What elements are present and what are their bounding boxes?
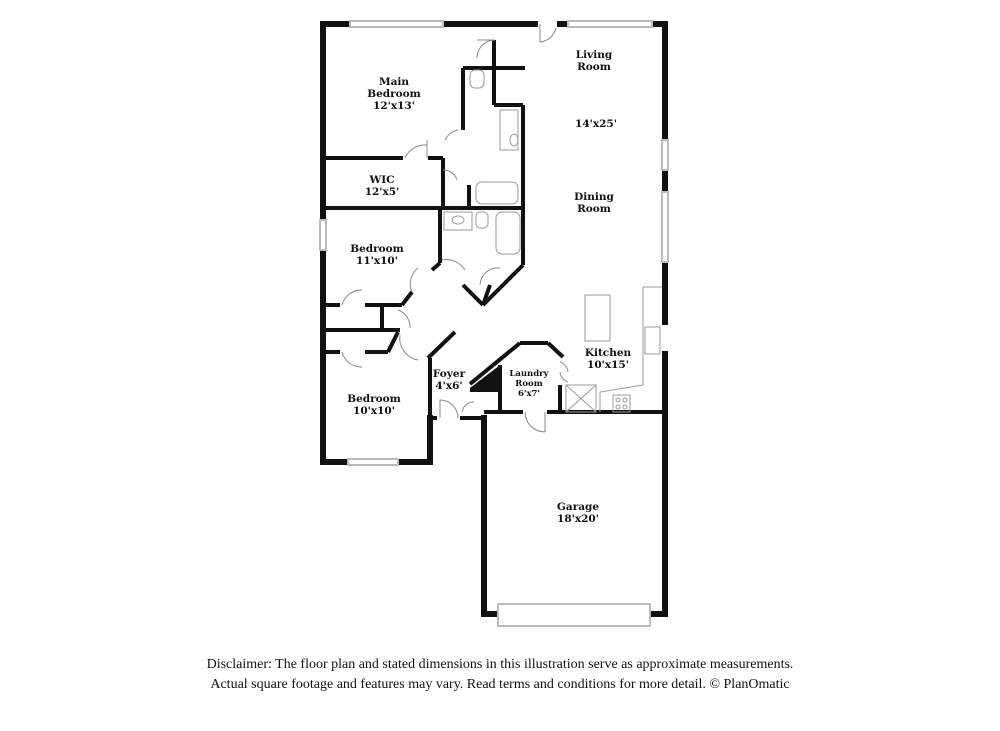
garage-name: Garage — [556, 501, 600, 513]
main-bedroom-name: Main — [378, 76, 410, 88]
label-living-room: Living Room — [576, 49, 612, 73]
laundry-name-2: Room — [515, 379, 543, 389]
label-main-bedroom: Main Bedroom 12'x13' — [367, 76, 421, 112]
label-bedroom-2: Bedroom 11'x10' — [350, 243, 404, 267]
living-dining-dims: 14'x25' — [575, 118, 617, 130]
living-room-name-2: Room — [577, 61, 611, 73]
label-kitchen: Kitchen 10'x15' — [585, 347, 631, 371]
label-dining-room: Dining Room — [574, 191, 614, 215]
kitchen-dims: 10'x15' — [587, 359, 629, 371]
disclaimer-line-1: Disclaimer: The floor plan and stated di… — [206, 657, 794, 672]
label-foyer: Foyer 4'x6' — [433, 368, 465, 392]
exterior-walls — [320, 21, 668, 617]
fixtures — [443, 69, 662, 413]
stair-wedge — [470, 365, 500, 392]
main-bedroom-name-2: Bedroom — [367, 88, 421, 100]
disclaimer-line-2: Actual square footage and features may v… — [210, 677, 790, 692]
laundry-dims: 6'x7' — [517, 389, 541, 399]
main-bedroom-dims: 12'x13' — [373, 100, 415, 112]
bedroom-2-dims: 11'x10' — [356, 255, 398, 267]
wic-dims: 12'x5' — [364, 186, 400, 198]
dining-room-name: Dining — [574, 191, 614, 203]
doors — [341, 24, 569, 433]
bedroom-3-dims: 10'x10' — [353, 405, 395, 417]
laundry-name: Laundry — [509, 369, 549, 379]
dining-room-name-2: Room — [577, 203, 611, 215]
label-bedroom-3: Bedroom 10'x10' — [347, 393, 401, 417]
bedroom-3-name: Bedroom — [347, 393, 401, 405]
label-laundry-room: Laundry Room 6'x7' — [509, 369, 548, 399]
bedroom-2-name: Bedroom — [350, 243, 404, 255]
label-living-dining-dims: 14'x25' — [575, 118, 617, 130]
foyer-dims: 4'x6' — [435, 380, 463, 392]
kitchen-name: Kitchen — [584, 347, 632, 359]
wic-name: WIC — [369, 174, 395, 186]
garage-dims: 18'x20' — [557, 513, 599, 525]
living-room-name: Living — [575, 49, 613, 61]
windows — [319, 20, 669, 627]
foyer-name: Foyer — [432, 368, 466, 380]
label-wic: WIC 12'x5' — [365, 174, 400, 198]
label-garage: Garage 18'x20' — [557, 501, 599, 525]
